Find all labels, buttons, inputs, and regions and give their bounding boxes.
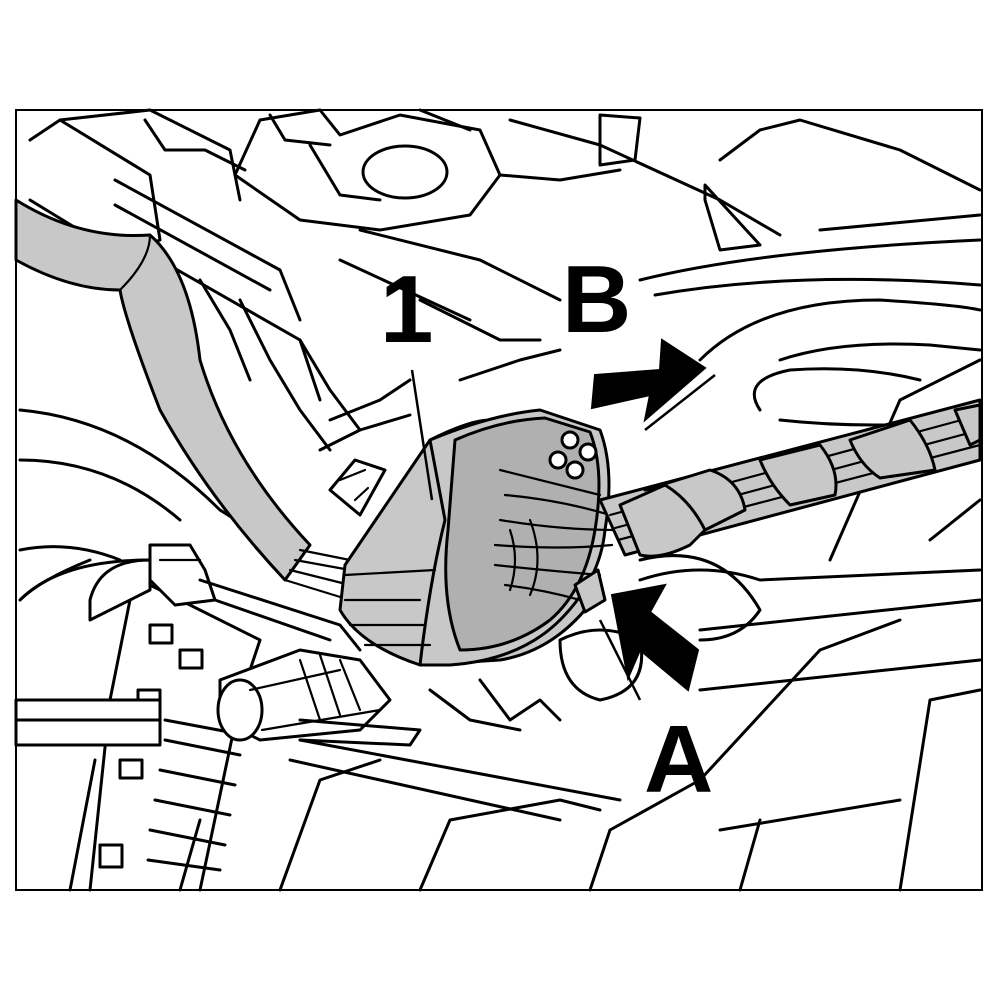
wires-left — [283, 548, 352, 602]
arrow-a-leader-line — [598, 619, 642, 701]
electrical-connector — [338, 408, 617, 667]
arrow-b — [590, 338, 707, 423]
part-1-leader-line — [410, 369, 434, 501]
label-callout-b: B — [562, 246, 631, 353]
label-callout-a: A — [644, 706, 713, 813]
arrow-a — [610, 583, 700, 692]
arrow-b-leader-line — [644, 374, 716, 431]
wiring-conduit-left — [14, 198, 312, 582]
wiring-harness-right — [598, 398, 982, 558]
label-part-1: 1 — [380, 256, 433, 363]
